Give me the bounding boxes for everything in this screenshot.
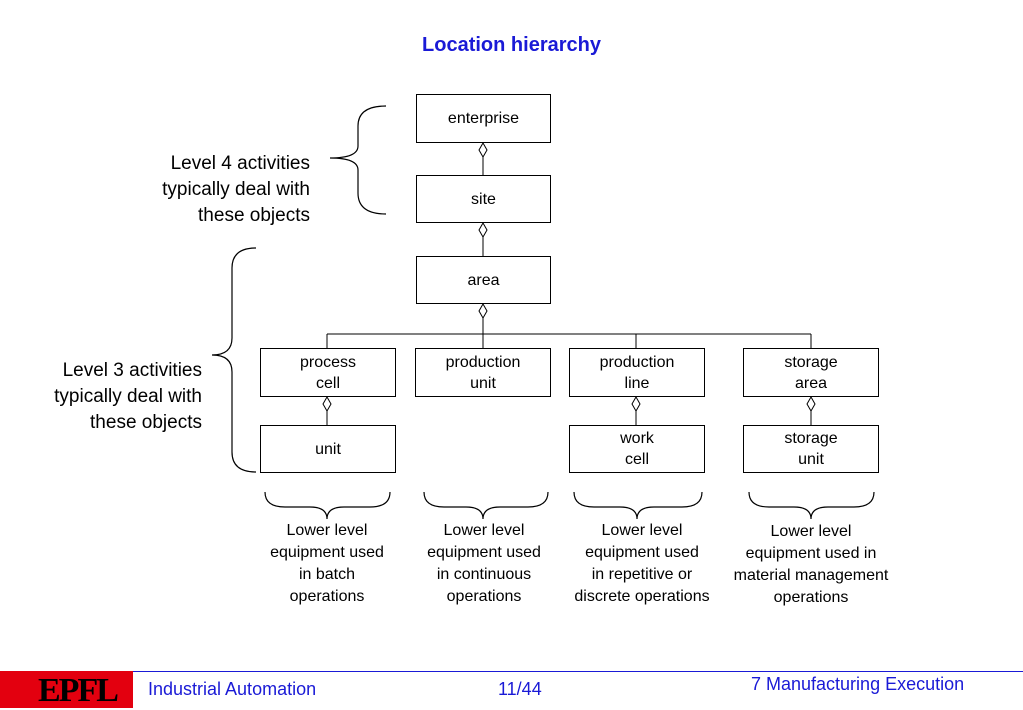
page-title: Location hierarchy (422, 34, 601, 56)
brace-material (748, 491, 875, 520)
box-site: site (416, 175, 551, 223)
aggregation-diamond (806, 395, 816, 413)
brace-level4 (329, 105, 387, 215)
box-production-line: production line (569, 348, 705, 397)
epfl-logo: EPFL (38, 672, 119, 709)
caption-material: Lower level equipment used in material m… (733, 523, 889, 606)
note-level3: Level 3 activities typically deal with t… (54, 360, 202, 433)
box-work-cell: work cell (569, 425, 705, 473)
box-storage-unit: storage unit (743, 425, 879, 473)
footer-course: Industrial Automation (148, 679, 317, 699)
aggregation-diamond (322, 395, 332, 413)
footer-logo-panel (0, 671, 133, 708)
box-storage-area: storage area (743, 348, 879, 397)
caption-continuous: Lower level equipment used in continuous… (427, 522, 541, 605)
brace-discrete (573, 491, 703, 520)
aggregation-diamond (478, 141, 488, 159)
box-process-cell: process cell (260, 348, 396, 397)
caption-discrete: Lower level equipment used in repetitive… (574, 522, 710, 605)
aggregation-diamond (478, 302, 488, 320)
box-enterprise: enterprise (416, 94, 551, 143)
footer-divider (133, 671, 1023, 672)
brace-level3 (211, 247, 257, 473)
aggregation-diamond (631, 395, 641, 413)
note-level4: Level 4 activities typically deal with t… (162, 153, 310, 226)
box-production-unit: production unit (415, 348, 551, 397)
box-unit: unit (260, 425, 396, 473)
footer-chapter: 7 Manufacturing Execution (751, 674, 965, 694)
box-area: area (416, 256, 551, 304)
aggregation-diamond (478, 221, 488, 239)
brace-continuous (423, 491, 549, 520)
brace-batch (264, 491, 391, 520)
caption-batch: Lower level equipment used in batch oper… (270, 522, 384, 605)
footer-page-number: 11/44 (498, 679, 542, 699)
